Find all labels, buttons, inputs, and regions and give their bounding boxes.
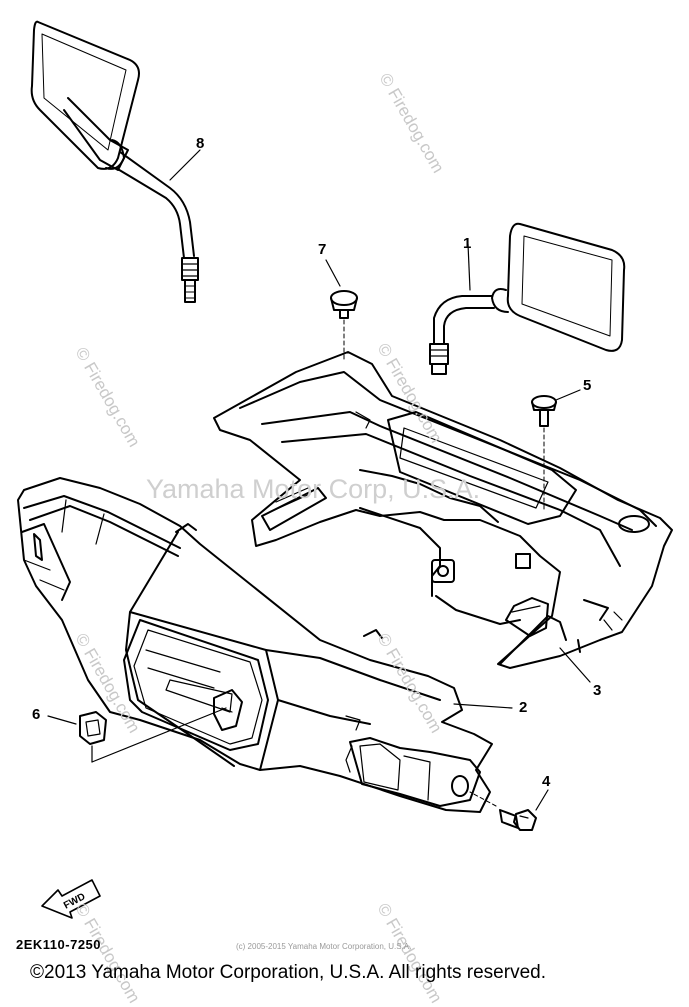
part-code: 2EK110-7250 bbox=[16, 937, 102, 952]
callout-5: 5 bbox=[583, 377, 592, 394]
callout-2: 2 bbox=[519, 699, 528, 716]
callout-8: 8 bbox=[196, 135, 205, 152]
inner-cover-part bbox=[213, 351, 673, 683]
callout-7: 7 bbox=[318, 241, 327, 258]
copyright-notice: ©2013 Yamaha Motor Corporation, U.S.A. A… bbox=[30, 962, 546, 983]
screw-part bbox=[531, 389, 581, 513]
callout-3: 3 bbox=[593, 682, 602, 699]
callout-4: 4 bbox=[542, 773, 551, 790]
callout-6: 6 bbox=[32, 706, 41, 723]
grommet-part bbox=[325, 259, 358, 361]
clip-nut-part bbox=[47, 711, 107, 763]
mirror-right-part bbox=[429, 222, 626, 375]
leader-lines bbox=[169, 149, 471, 291]
mirror-left-part bbox=[30, 20, 199, 303]
bolt-part bbox=[469, 789, 549, 831]
callout-1: 1 bbox=[463, 235, 472, 252]
forward-arrow-icon bbox=[41, 879, 101, 919]
front-cowling-part bbox=[17, 477, 513, 813]
